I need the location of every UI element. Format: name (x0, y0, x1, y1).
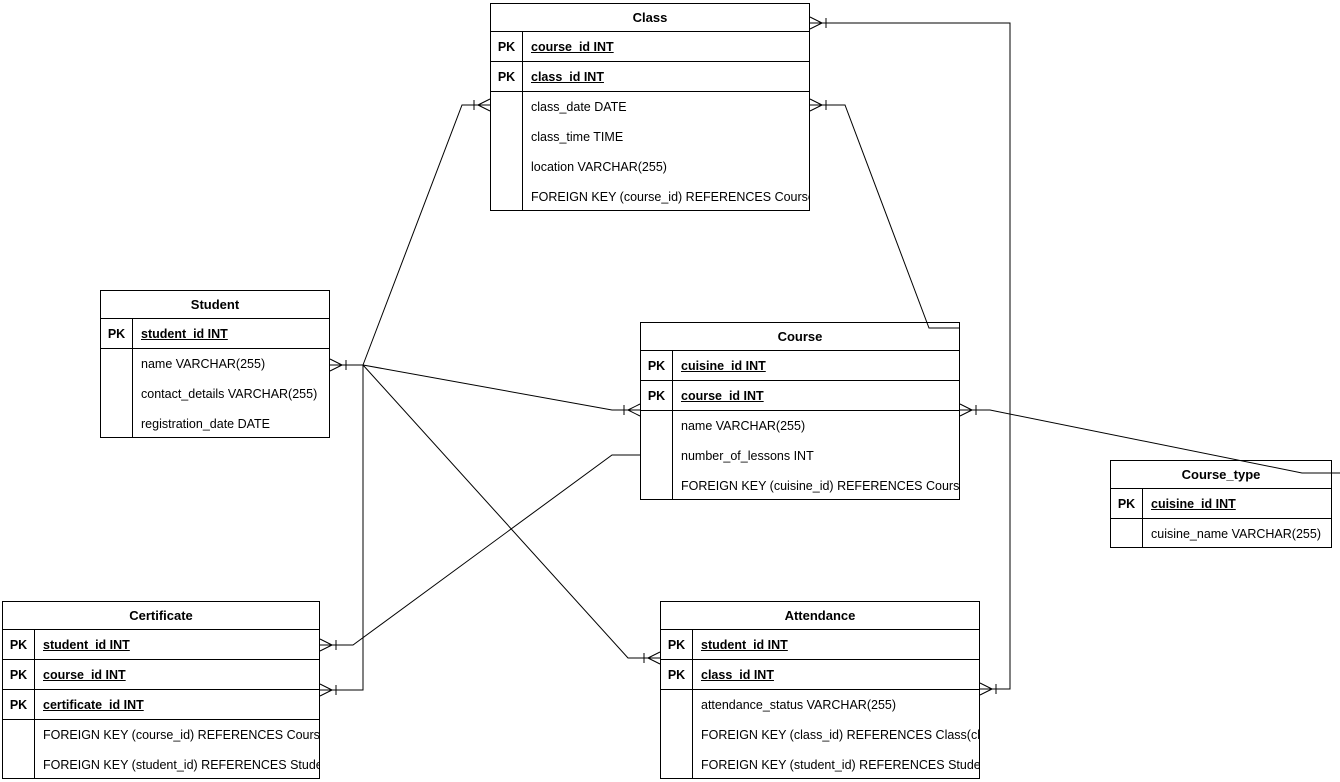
relationship-class-course (809, 98, 960, 329)
pk-field: student_id INT (701, 637, 788, 652)
crow-foot-icon (329, 358, 347, 372)
pk-field: cuisine_id INT (681, 358, 766, 373)
table-row: PK certificate_id INT (3, 690, 319, 720)
table-row: PK cuisine_id INT (1111, 489, 1331, 519)
entity-student: Student PK student_id INT name VARCHAR(2… (100, 290, 330, 438)
relationship-student-course (362, 364, 641, 417)
attribute: number_of_lessons INT (681, 449, 814, 463)
table-row: PK cuisine_id INT (641, 351, 959, 381)
crow-foot-icon (319, 638, 337, 652)
crow-foot-icon (979, 682, 997, 696)
attribute-section: attendance_status VARCHAR(255) FOREIGN K… (661, 690, 979, 778)
pk-column-spacer (661, 690, 693, 778)
foreign-key-attribute: FOREIGN KEY (course_id) REFERENCES Cours… (43, 728, 319, 742)
pk-badge: PK (101, 319, 133, 348)
attribute: class_time TIME (531, 130, 624, 144)
pk-badge: PK (661, 660, 693, 689)
entity-student-title: Student (101, 291, 329, 319)
foreign-key-attribute: FOREIGN KEY (class_id) REFERENCES Class(… (701, 728, 979, 742)
entity-course: Course PK cuisine_id INT PK course_id IN… (640, 322, 960, 500)
table-row: PK student_id INT (661, 630, 979, 660)
pk-column-spacer (491, 92, 523, 210)
crow-foot-icon (809, 98, 827, 112)
attribute-section: cuisine_name VARCHAR(255) (1111, 519, 1331, 547)
pk-field: class_id INT (701, 667, 774, 682)
crow-foot-icon (643, 651, 661, 665)
entity-course-type-title: Course_type (1111, 461, 1331, 489)
table-row: PK class_id INT (491, 62, 809, 92)
pk-badge: PK (641, 351, 673, 380)
attribute: class_date DATE (531, 100, 627, 114)
pk-column-spacer (101, 349, 133, 437)
foreign-key-attribute: FOREIGN KEY (student_id) REFERENCES Stud… (701, 758, 979, 772)
table-row: PK course_id INT (641, 381, 959, 411)
table-row: PK course_id INT (491, 32, 809, 62)
relationship-student-class (362, 98, 491, 366)
pk-field: cuisine_id INT (1151, 496, 1236, 511)
pk-badge: PK (1111, 489, 1143, 518)
crow-foot-icon (959, 403, 977, 417)
table-row: PK class_id INT (661, 660, 979, 690)
pk-field: student_id INT (141, 326, 228, 341)
pk-badge: PK (661, 630, 693, 659)
pk-badge: PK (3, 660, 35, 689)
pk-field: course_id INT (531, 39, 614, 54)
attribute-section: FOREIGN KEY (course_id) REFERENCES Cours… (3, 720, 319, 778)
foreign-key-attribute: FOREIGN KEY (course_id) REFERENCES Cours… (531, 190, 809, 204)
foreign-key-attribute: FOREIGN KEY (student_id) REFERENCES Stud… (43, 758, 319, 772)
pk-badge: PK (3, 630, 35, 659)
pk-column-spacer (1111, 519, 1143, 547)
attribute-section: name VARCHAR(255) contact_details VARCHA… (101, 349, 329, 437)
attribute-section: name VARCHAR(255) number_of_lessons INT … (641, 411, 959, 499)
relationship-student-attendance (362, 364, 661, 665)
attribute: name VARCHAR(255) (141, 357, 266, 371)
pk-field: student_id INT (43, 637, 130, 652)
table-row: PK student_id INT (3, 630, 319, 660)
entity-class: Class PK course_id INT PK class_id INT c… (490, 3, 810, 211)
table-row: PK student_id INT (101, 319, 329, 349)
entity-certificate-title: Certificate (3, 602, 319, 630)
crow-foot-icon (623, 403, 641, 417)
pk-field: course_id INT (43, 667, 126, 682)
pk-field: course_id INT (681, 388, 764, 403)
entity-course-type: Course_type PK cuisine_id INT cuisine_na… (1110, 460, 1332, 548)
entity-class-title: Class (491, 4, 809, 32)
crow-foot-icon (809, 16, 827, 30)
attribute-section: class_date DATE class_time TIME location… (491, 92, 809, 210)
pk-badge: PK (641, 381, 673, 410)
relationship-student-stub (329, 358, 363, 372)
relationship-course-certificate (319, 454, 640, 652)
pk-field: certificate_id INT (43, 697, 144, 712)
attribute: cuisine_name VARCHAR(255) (1151, 527, 1321, 541)
pk-badge: PK (491, 32, 523, 61)
attribute: attendance_status VARCHAR(255) (701, 698, 897, 712)
attribute: contact_details VARCHAR(255) (141, 387, 318, 401)
crow-foot-icon (319, 683, 337, 697)
pk-column-spacer (641, 411, 673, 499)
pk-field: class_id INT (531, 69, 604, 84)
attribute: registration_date DATE (141, 417, 270, 431)
entity-certificate: Certificate PK student_id INT PK course_… (2, 601, 320, 779)
entity-course-title: Course (641, 323, 959, 351)
attribute: location VARCHAR(255) (531, 160, 667, 174)
pk-badge: PK (3, 690, 35, 719)
entity-attendance: Attendance PK student_id INT PK class_id… (660, 601, 980, 779)
table-row: PK course_id INT (3, 660, 319, 690)
foreign-key-attribute: FOREIGN KEY (cuisine_id) REFERENCES Cour… (681, 479, 959, 493)
crow-foot-icon (473, 98, 491, 112)
pk-column-spacer (3, 720, 35, 778)
attribute: name VARCHAR(255) (681, 419, 806, 433)
entity-attendance-title: Attendance (661, 602, 979, 630)
pk-badge: PK (491, 62, 523, 91)
